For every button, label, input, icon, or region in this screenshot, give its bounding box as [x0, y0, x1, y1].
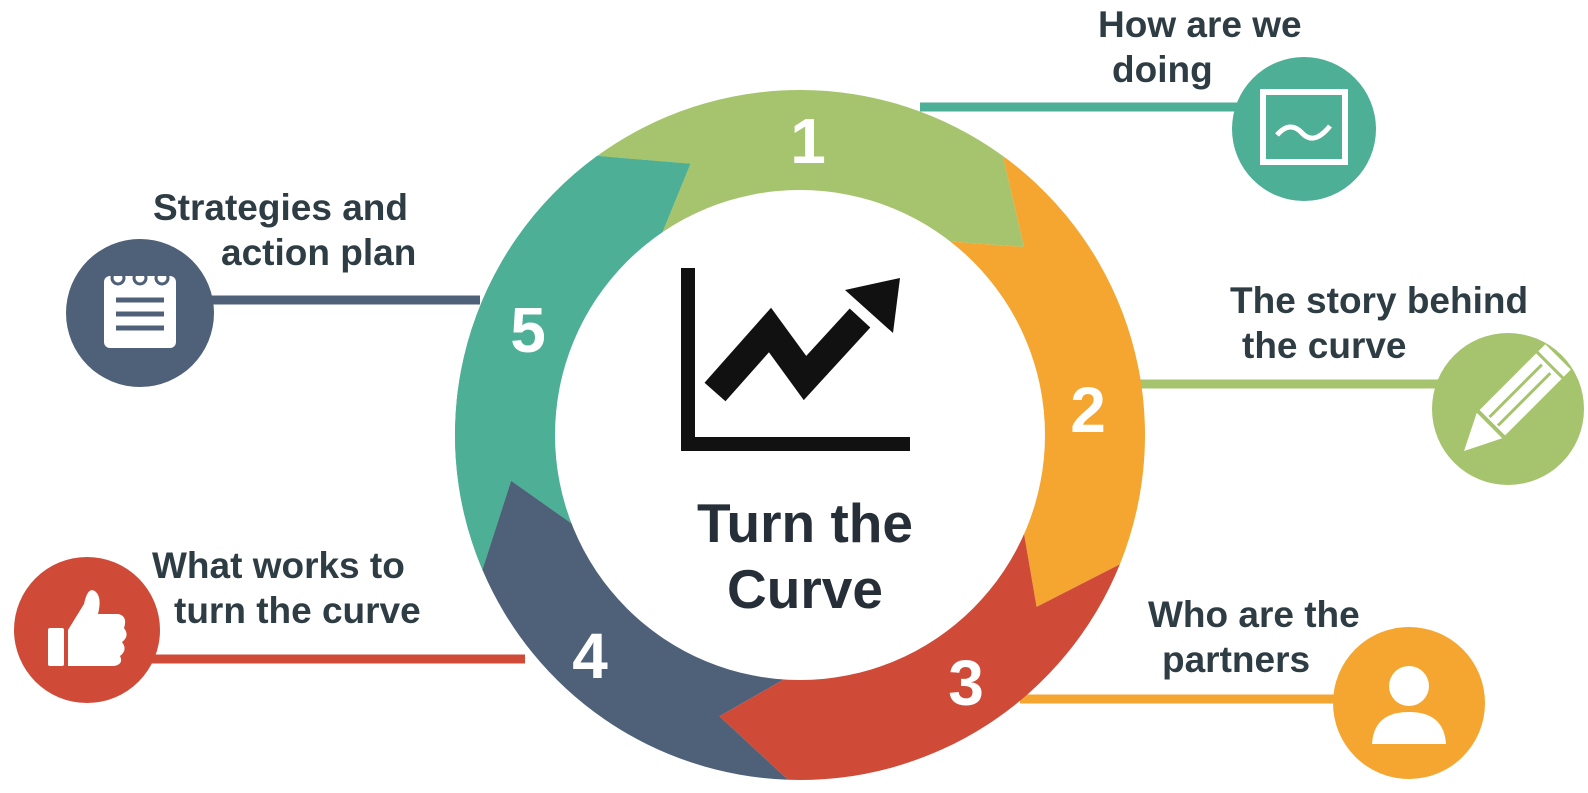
ring-segment-3: [941, 155, 1146, 607]
center-circle: [555, 190, 1045, 680]
pencil-icon: [1432, 333, 1584, 485]
step-label-5-line1: Strategies and: [153, 187, 408, 228]
step-number-4: 4: [572, 620, 608, 692]
step-label-4-line2: turn the curve: [174, 590, 421, 631]
center-title: Turn the Curve: [640, 490, 970, 622]
step-label-2-line1: The story behind: [1230, 280, 1529, 321]
step-label-2: The story behind the curve: [1230, 278, 1528, 368]
step-label-1: How are we doing: [1098, 2, 1302, 92]
step-label-1-line1: How are we: [1098, 4, 1302, 45]
chart-monitor-icon: [1232, 57, 1376, 201]
step-label-3-line1: Who are the: [1148, 594, 1360, 635]
thumbs-up-icon: [14, 557, 160, 703]
step-number-3: 3: [948, 647, 984, 719]
step-label-1-line2: doing: [1112, 49, 1213, 90]
step-label-5-line2: action plan: [221, 232, 417, 273]
step-number-2: 2: [1070, 374, 1106, 446]
center-title-line2: Curve: [727, 558, 883, 620]
step-label-4: What works to turn the curve: [152, 543, 421, 633]
ring-segment-2: [597, 90, 1025, 247]
step-label-3: Who are the partners: [1148, 592, 1360, 682]
step-number-1: 1: [790, 105, 826, 177]
ring-segment-4: [719, 524, 1120, 781]
notepad-icon: [66, 239, 214, 387]
step-label-2-line2: the curve: [1242, 325, 1407, 366]
ring-segment-5: [482, 480, 792, 780]
step-label-3-line2: partners: [1162, 639, 1311, 680]
step-number-5: 5: [510, 294, 546, 366]
step-label-5: Strategies and action plan: [153, 185, 416, 275]
trending-chart-icon: [681, 268, 910, 451]
step-label-4-line1: What works to: [152, 545, 405, 586]
person-icon: [1333, 627, 1485, 779]
center-title-line1: Turn the: [697, 492, 913, 554]
